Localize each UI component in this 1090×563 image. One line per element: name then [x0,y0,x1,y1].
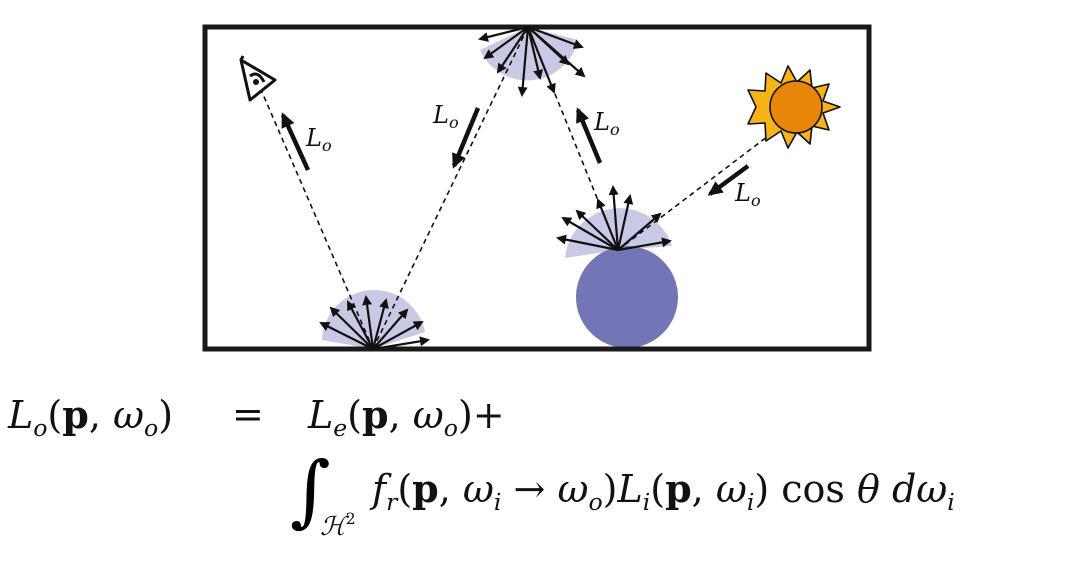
sun-icon [747,65,841,149]
integrand: fr(p, ωi → ωo)Li(p, ωi) cos θ dωi [372,466,955,517]
lo-label-2: Lo [432,101,459,132]
lo-label-2-sub: o [449,113,459,132]
lo-label-3: Lo [593,108,620,139]
lo-label-3-L: L [593,108,610,136]
lo-label-1: Lo [305,124,332,155]
lo-arrow-3 [575,107,603,164]
lo-label-2-L: L [432,101,449,129]
lo-label-3-sub: o [610,120,620,139]
lo-arrow-2 [451,107,481,169]
equation-lhs: Lo(p, ωo) [8,392,174,443]
sphere [576,246,678,348]
equation-equals: = [232,392,264,436]
lo-label-1-L: L [305,124,322,152]
lo-label-4-sub: o [751,191,761,210]
lo-label-4: Lo [734,179,761,210]
lo-label-4-L: L [734,179,751,207]
ceiling-fan [478,25,586,97]
integral-symbol: ∫ [290,446,331,536]
floor-fan [319,295,430,351]
integral-domain: ℋ2 [320,510,356,542]
floor-lobe [322,289,425,349]
lo-arrow-4 [707,164,750,196]
sphere-fan [556,185,672,252]
equation-line1-rhs: Le(p, ωo)+ [308,392,505,443]
lo-arrow-1 [280,112,311,171]
eye-icon [239,55,277,102]
scene-frame [202,24,872,352]
lo-label-1-sub: o [322,136,332,155]
